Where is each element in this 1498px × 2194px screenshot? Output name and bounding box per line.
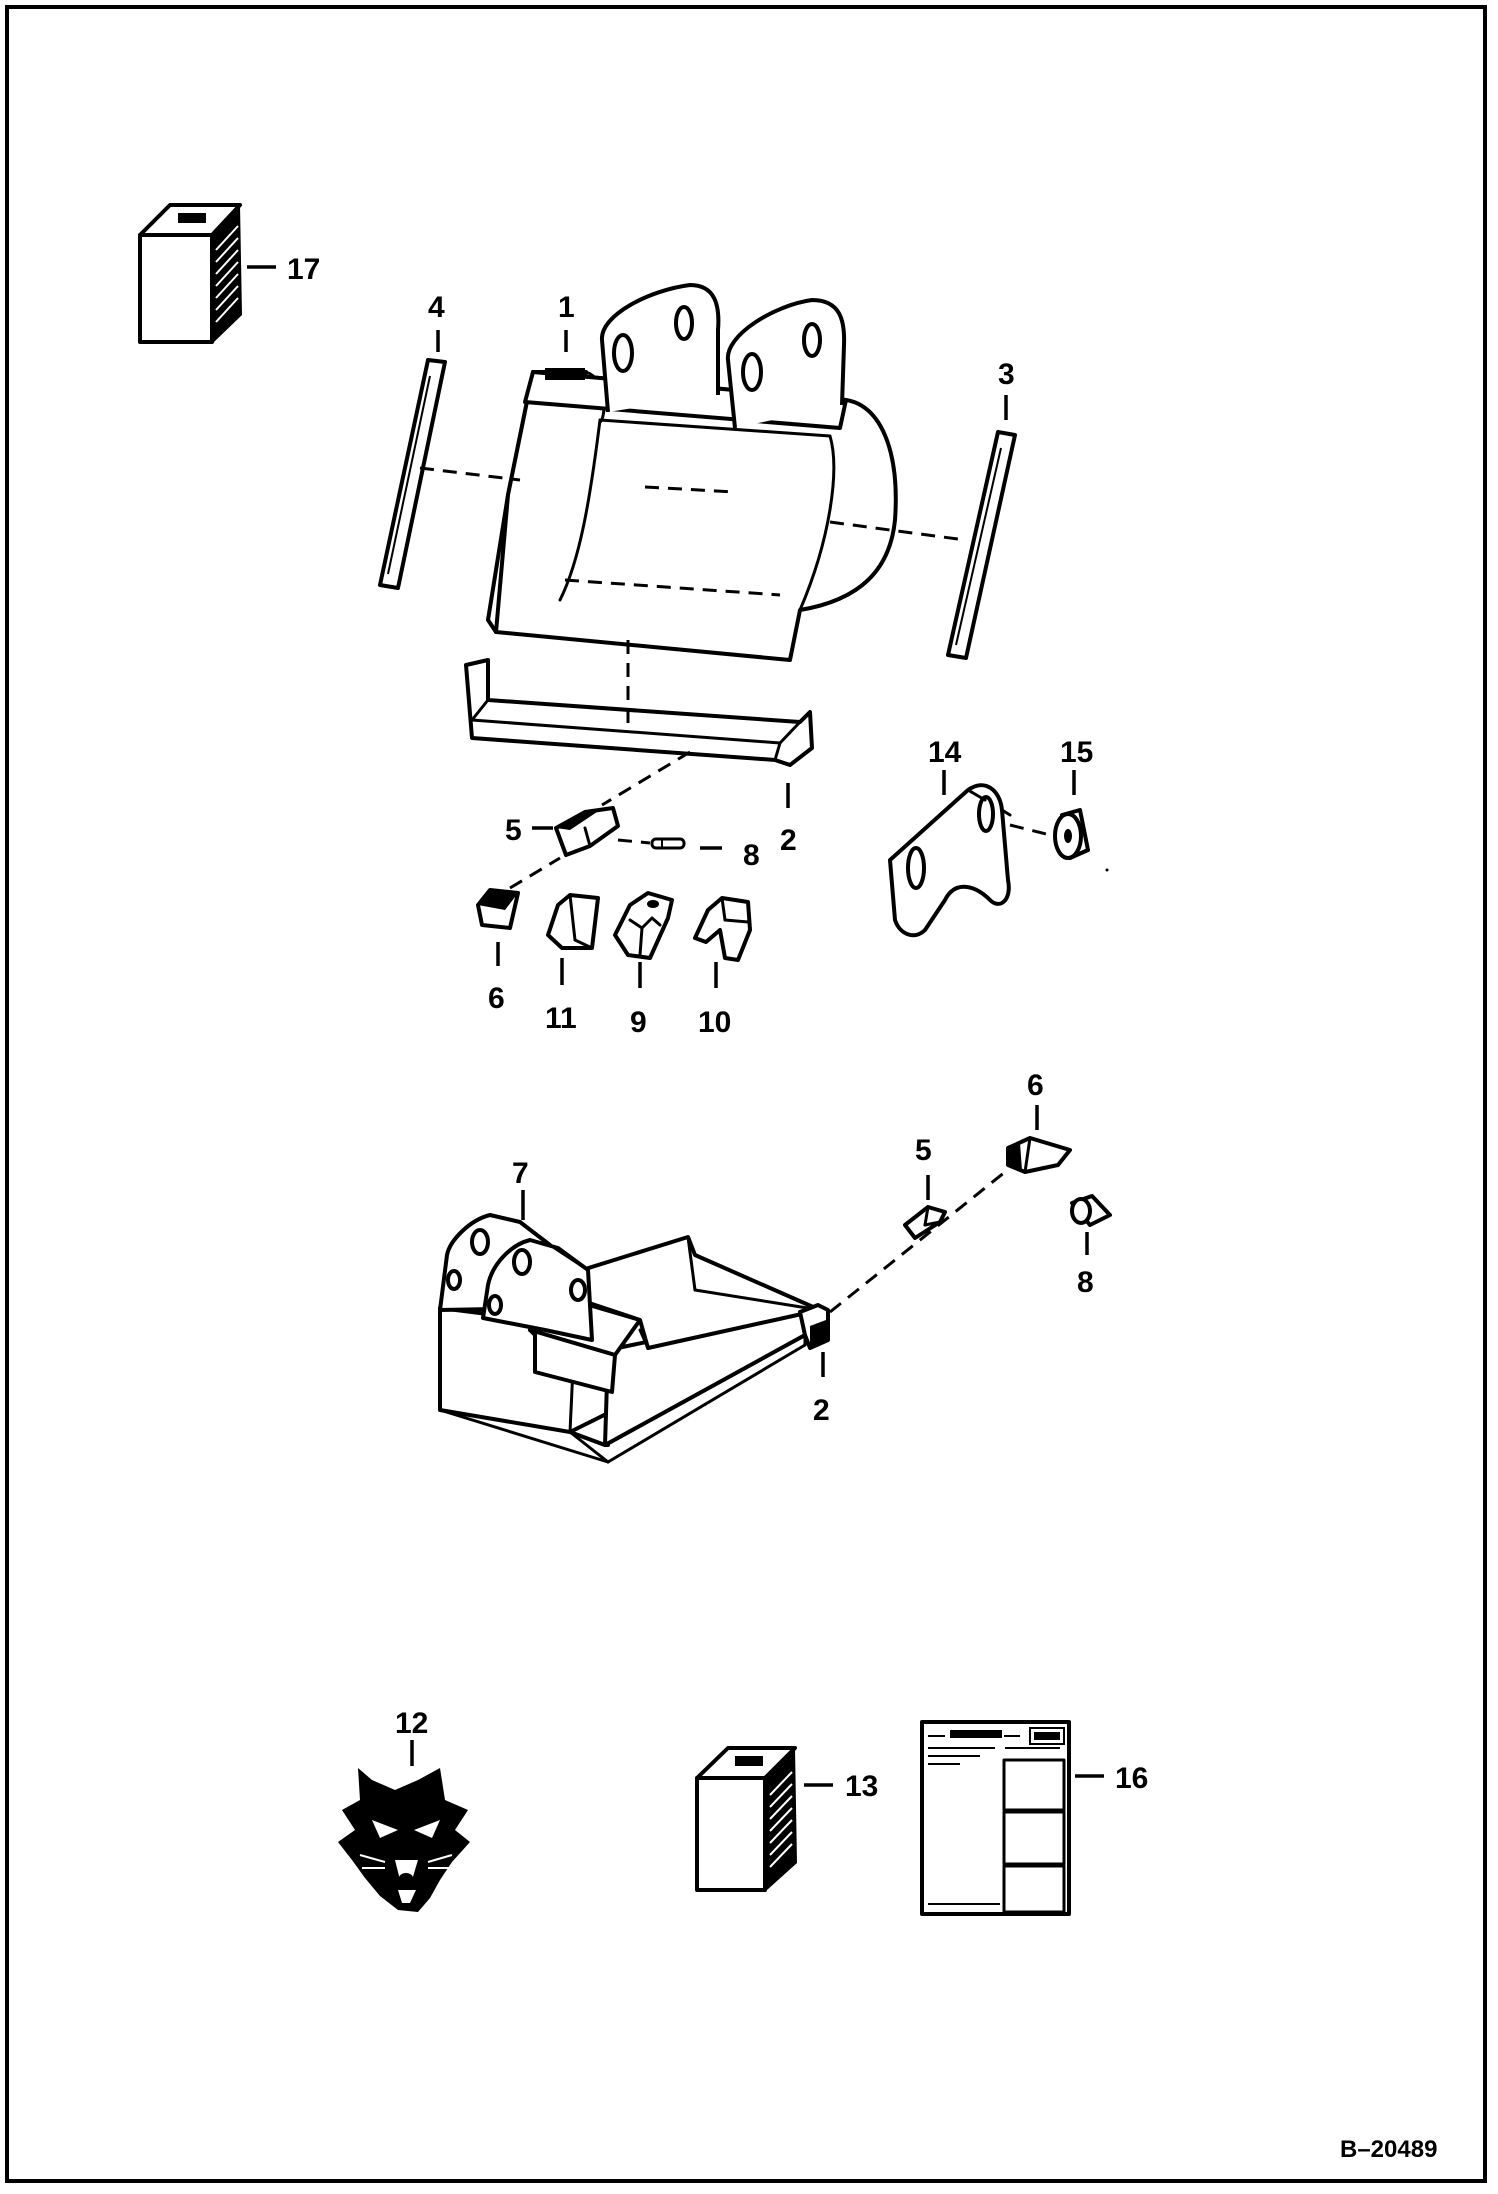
- callout-10: 10: [698, 1006, 731, 1039]
- tooth-6a: [476, 888, 520, 930]
- side-cutter-3: [946, 430, 1017, 660]
- assembly-line-15: [1009, 823, 1051, 837]
- callout-3: 3: [998, 358, 1015, 391]
- callout-8a: 8: [743, 839, 760, 872]
- callout-17: 17: [287, 253, 320, 286]
- manual-book-17: [138, 203, 242, 344]
- callout-5b: 5: [915, 1134, 932, 1167]
- assembly-line-6a: [509, 856, 561, 890]
- bucket-7: [438, 1213, 830, 1464]
- callout-12: 12: [395, 1707, 428, 1740]
- callout-15: 15: [1060, 736, 1093, 769]
- callout-9: 9: [630, 1006, 647, 1039]
- assembly-line-7: [829, 1170, 1006, 1314]
- callout-16: 16: [1115, 1762, 1148, 1795]
- callout-2a: 2: [780, 824, 797, 857]
- manual-book-13: [695, 1746, 797, 1892]
- assembly-line-tooth: [601, 750, 691, 807]
- assembly-line-8a: [617, 838, 651, 845]
- tooth-adapter-5b: [903, 1205, 947, 1240]
- page-border: [5, 5, 1487, 2183]
- instruction-sheet-16: [920, 1720, 1071, 1916]
- callout-7: 7: [512, 1157, 529, 1190]
- tooth-9: [613, 891, 674, 960]
- callout-11: 11: [545, 1002, 577, 1035]
- callout-6b: 6: [1027, 1069, 1044, 1102]
- callout-6a: 6: [488, 982, 505, 1015]
- tooth-10: [693, 896, 752, 962]
- tooth-adapter-5a: [554, 806, 620, 857]
- ear-plate-14: [888, 783, 1012, 938]
- callout-13: 13: [845, 1770, 878, 1803]
- callout-1: 1: [558, 291, 575, 324]
- callout-8b: 8: [1077, 1266, 1094, 1299]
- tooth-11: [546, 893, 600, 950]
- cutting-edge-2: [464, 658, 814, 767]
- side-cutter-4: [378, 358, 447, 590]
- pin-8a: [650, 837, 686, 850]
- callout-5a: 5: [505, 814, 522, 847]
- callout-4: 4: [428, 291, 445, 324]
- callout-14: 14: [928, 736, 962, 769]
- logo-decal-12: [338, 1768, 470, 1912]
- bucket-1: [486, 283, 898, 662]
- bushing-15: [1053, 808, 1090, 860]
- speck: [1105, 868, 1109, 872]
- tooth-6b: [1006, 1136, 1072, 1174]
- figure-reference-code: B–20489: [1340, 2136, 1437, 2163]
- pin-8b: [1070, 1194, 1112, 1227]
- callout-2b: 2: [813, 1394, 830, 1427]
- assembly-line-4: [419, 466, 521, 482]
